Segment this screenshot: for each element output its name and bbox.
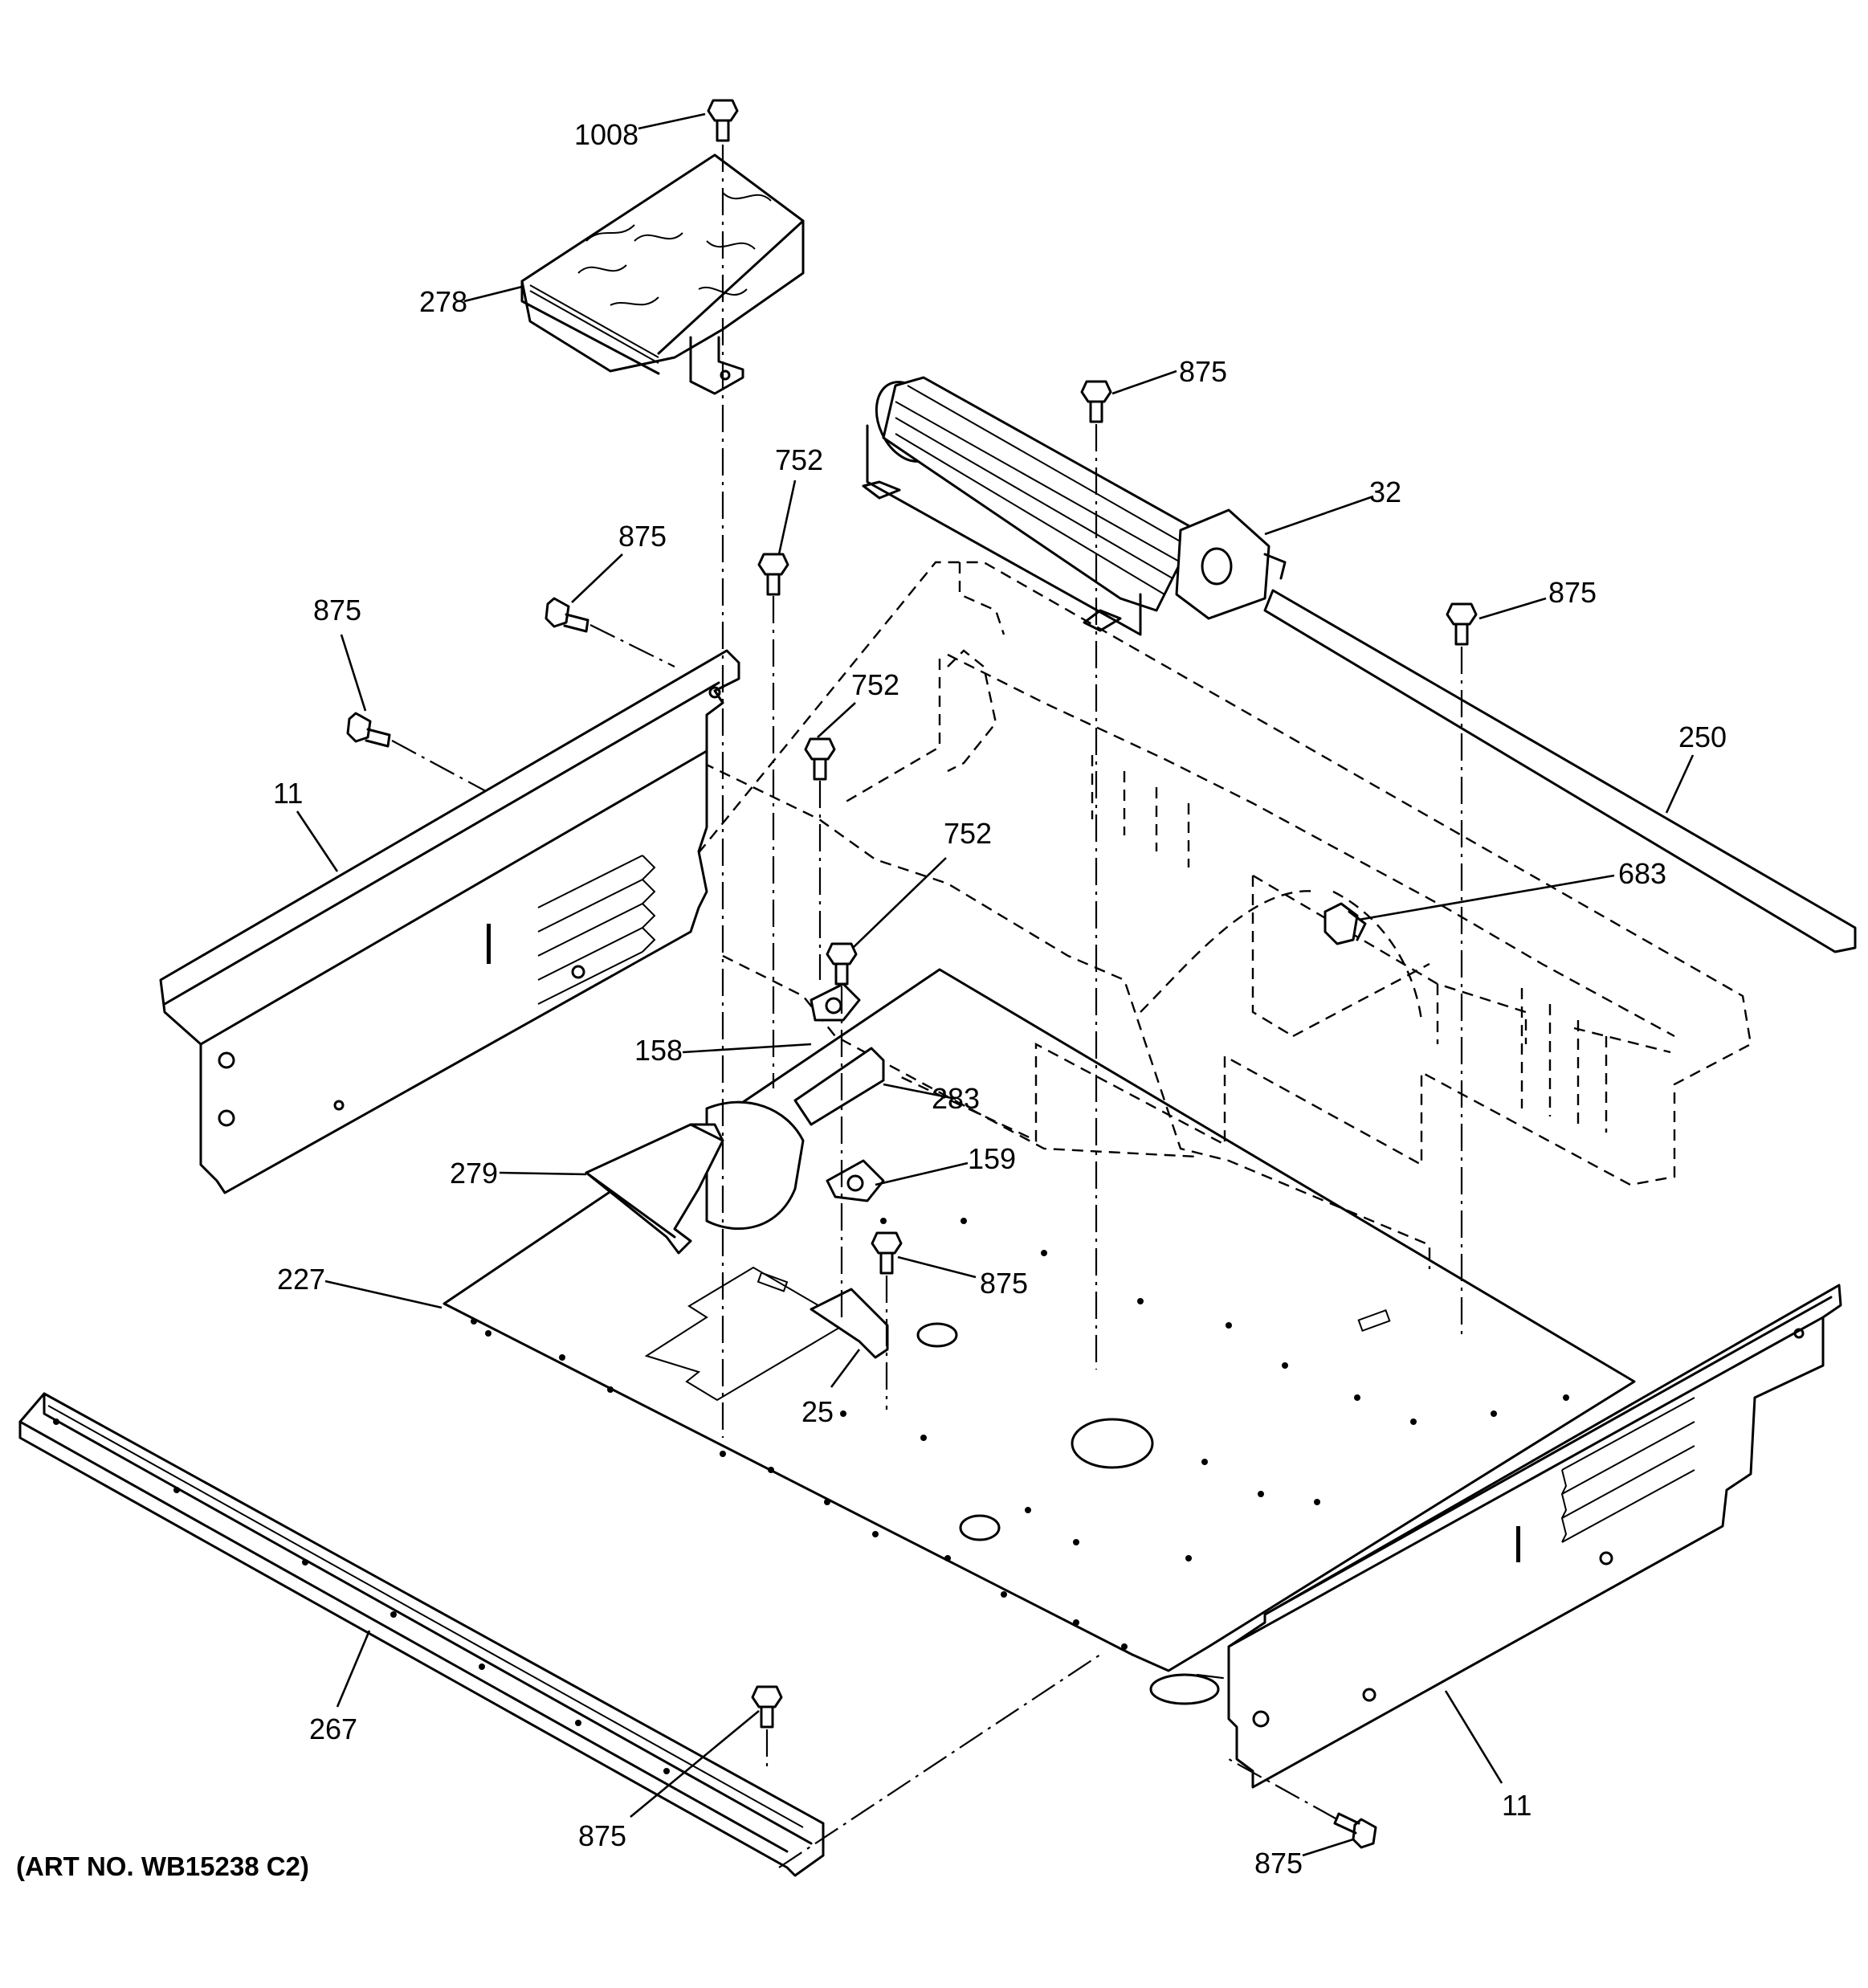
callout-1008: 1008 (574, 118, 638, 151)
assembly-center-lines (391, 145, 1463, 1868)
callout-683: 683 (1618, 857, 1666, 890)
callout-250: 250 (1678, 720, 1727, 753)
callout-875-bottom-left: 875 (578, 1819, 626, 1852)
callout-875-center-lower: 875 (980, 1267, 1028, 1300)
callout-279: 279 (450, 1157, 498, 1190)
screw-icons (346, 99, 1478, 1849)
rod (1263, 589, 1857, 953)
callout-875-top-center: 875 (1179, 355, 1227, 388)
front-trim-holes (53, 1419, 670, 1774)
callout-32: 32 (1369, 476, 1401, 508)
callout-158: 158 (634, 1034, 683, 1067)
insulation-pad (520, 153, 805, 395)
callout-159: 159 (968, 1142, 1016, 1175)
callout-752-lower: 752 (944, 817, 992, 850)
callout-752-middle: 752 (851, 668, 899, 701)
callout-875-right: 875 (1548, 576, 1597, 609)
callout-875-left: 875 (313, 594, 361, 627)
bracket-25 (810, 1288, 889, 1359)
sensor-159 (826, 1159, 885, 1202)
leader-lines (296, 112, 1695, 1857)
callout-875-left-upper: 875 (618, 520, 667, 553)
rear-housing-dashed (686, 561, 1752, 1269)
base-pan (443, 968, 1636, 1705)
side-panel-right (1227, 1284, 1842, 1789)
callout-267: 267 (309, 1712, 357, 1745)
callout-875-bottom-right: 875 (1254, 1847, 1303, 1880)
callout-278: 278 (419, 285, 467, 318)
thermostat-158 (810, 982, 861, 1022)
callout-11-right: 11 (1502, 1789, 1532, 1822)
clip-683 (1324, 902, 1367, 945)
callout-752-top: 752 (775, 443, 823, 476)
callout-227: 227 (277, 1263, 325, 1296)
blower-fan (862, 376, 1287, 636)
base-pan-holes (471, 1218, 1569, 1650)
art-number-label: (ART NO. WB15238 C2) (16, 1851, 309, 1881)
callout-labels: 1008 278 875 32 752 875 875 875 752 250 … (273, 118, 1727, 1880)
duct-and-vent (585, 1047, 885, 1255)
side-panel-left (159, 649, 740, 1194)
front-trim (18, 1392, 825, 1877)
callout-11-left: 11 (273, 777, 303, 810)
callout-283: 283 (932, 1082, 980, 1115)
callout-25: 25 (801, 1395, 834, 1428)
